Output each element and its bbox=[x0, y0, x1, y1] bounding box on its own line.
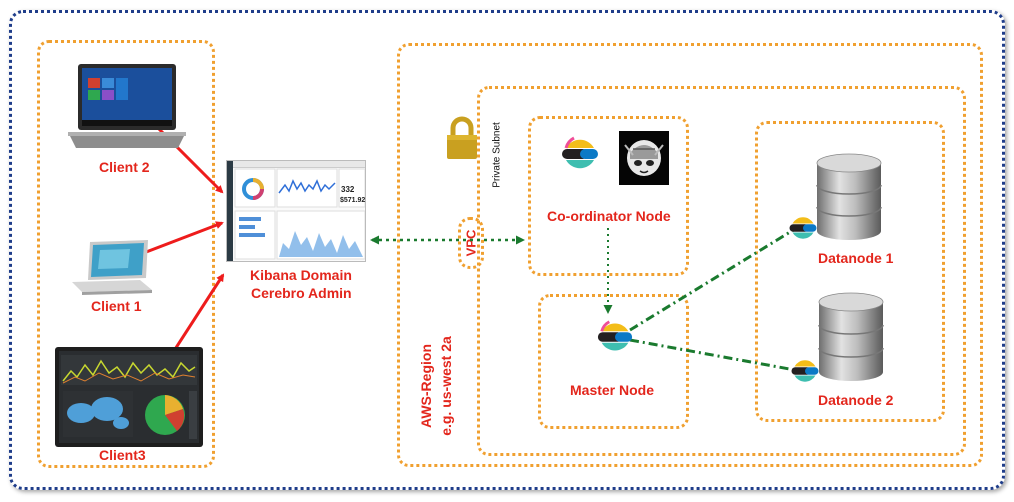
datanode2-label: Datanode 2 bbox=[818, 392, 894, 408]
datanode1-label: Datanode 1 bbox=[818, 250, 894, 266]
elastic-logo-icon bbox=[790, 356, 820, 386]
cerebro-logo-icon bbox=[619, 131, 669, 185]
elastic-logo-icon bbox=[596, 318, 634, 356]
elastic-logo-icon bbox=[560, 134, 600, 174]
database-icon bbox=[818, 292, 884, 382]
kibana-screen-value-2: $571.92 bbox=[340, 197, 366, 204]
laptop-icon bbox=[68, 62, 186, 152]
aws-cloud-frame bbox=[9, 10, 1005, 490]
kibana-screen-value-1: 332 bbox=[341, 185, 355, 194]
link-master-datanode1 bbox=[629, 227, 796, 332]
clients-container bbox=[37, 40, 215, 468]
client1-label: Client 1 bbox=[91, 298, 142, 314]
aws-region-box bbox=[397, 43, 983, 467]
master-box bbox=[538, 294, 689, 429]
elastic-logo-icon bbox=[788, 213, 818, 243]
database-icon bbox=[816, 153, 882, 241]
monitor-icon bbox=[55, 347, 203, 447]
coordinator-label: Co-ordinator Node bbox=[547, 208, 671, 224]
master-label: Master Node bbox=[570, 382, 655, 398]
datanodes-box bbox=[755, 121, 945, 422]
client3-label: Client3 bbox=[99, 447, 146, 463]
kibana-label-line1: Kibana Domain bbox=[250, 267, 352, 283]
link-master-datanode2 bbox=[629, 338, 796, 372]
kibana-dashboard-icon: 332 $571.92 bbox=[226, 160, 366, 262]
coordinator-box bbox=[528, 116, 689, 276]
client2-label: Client 2 bbox=[99, 159, 150, 175]
padlock-icon bbox=[445, 116, 479, 160]
laptop-icon bbox=[70, 238, 154, 296]
kibana-label-line2: Cerebro Admin bbox=[251, 285, 352, 301]
private-subnet-box bbox=[477, 86, 966, 456]
